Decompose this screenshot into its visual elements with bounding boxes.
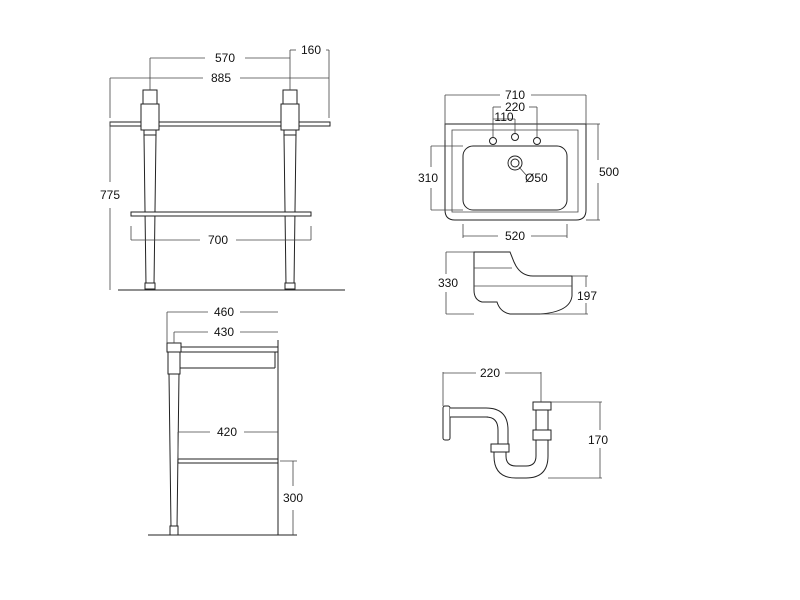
dim-tap-offset: 110 [494, 110, 513, 124]
front-view: 570 160 885 775 700 [100, 43, 345, 291]
dim-trap-height: 170 [588, 433, 608, 447]
tap-hole-left [489, 137, 497, 145]
dim-front-shelf-width: 700 [208, 233, 228, 247]
side-shelf [177, 458, 279, 464]
front-shelf [130, 211, 312, 217]
trap-top-nut [532, 401, 552, 411]
dim-side-shelf-height: 300 [283, 491, 303, 505]
tap-hole-center [511, 133, 519, 141]
dim-bowl-depth: 310 [418, 171, 438, 185]
dim-side-depth-inner: 430 [214, 325, 234, 339]
dim-waste-diameter: Ø50 [525, 171, 548, 185]
front-right-leg [280, 89, 300, 290]
dim-side-shelf-depth: 420 [217, 425, 237, 439]
basin-side-profile [473, 251, 573, 315]
dim-front-height: 775 [100, 188, 120, 202]
dim-basin-height: 330 [438, 276, 458, 290]
trap-view: 220 170 [442, 366, 608, 479]
trap-wall-flange [442, 405, 451, 441]
basin-bowl [462, 145, 568, 211]
side-top-rail [171, 346, 279, 353]
basin-top-view: Ø50 710 220 110 500 310 520 [418, 88, 619, 243]
dim-tap-spacing: 220 [505, 100, 525, 114]
dim-front-leg-offset: 160 [301, 43, 321, 57]
trap-nut-left [490, 443, 510, 453]
side-view: 460 430 420 300 [148, 305, 303, 536]
dim-bowl-width: 520 [505, 229, 525, 243]
dim-trap-projection: 220 [480, 366, 500, 380]
trap-tube [535, 409, 549, 431]
dim-front-leg-spacing: 570 [215, 51, 235, 65]
dim-front-overall-width: 885 [211, 71, 231, 85]
tap-hole-right [533, 137, 541, 145]
dim-basin-projection: 197 [577, 289, 597, 303]
front-left-leg [140, 89, 160, 290]
dim-side-depth-top: 460 [214, 305, 234, 319]
side-leg [166, 342, 182, 536]
trap-nut-right [532, 429, 552, 441]
basin-side-view: 330 197 [438, 251, 597, 315]
dim-basin-depth: 500 [599, 165, 619, 179]
dim-basin-width: 710 [505, 88, 525, 102]
